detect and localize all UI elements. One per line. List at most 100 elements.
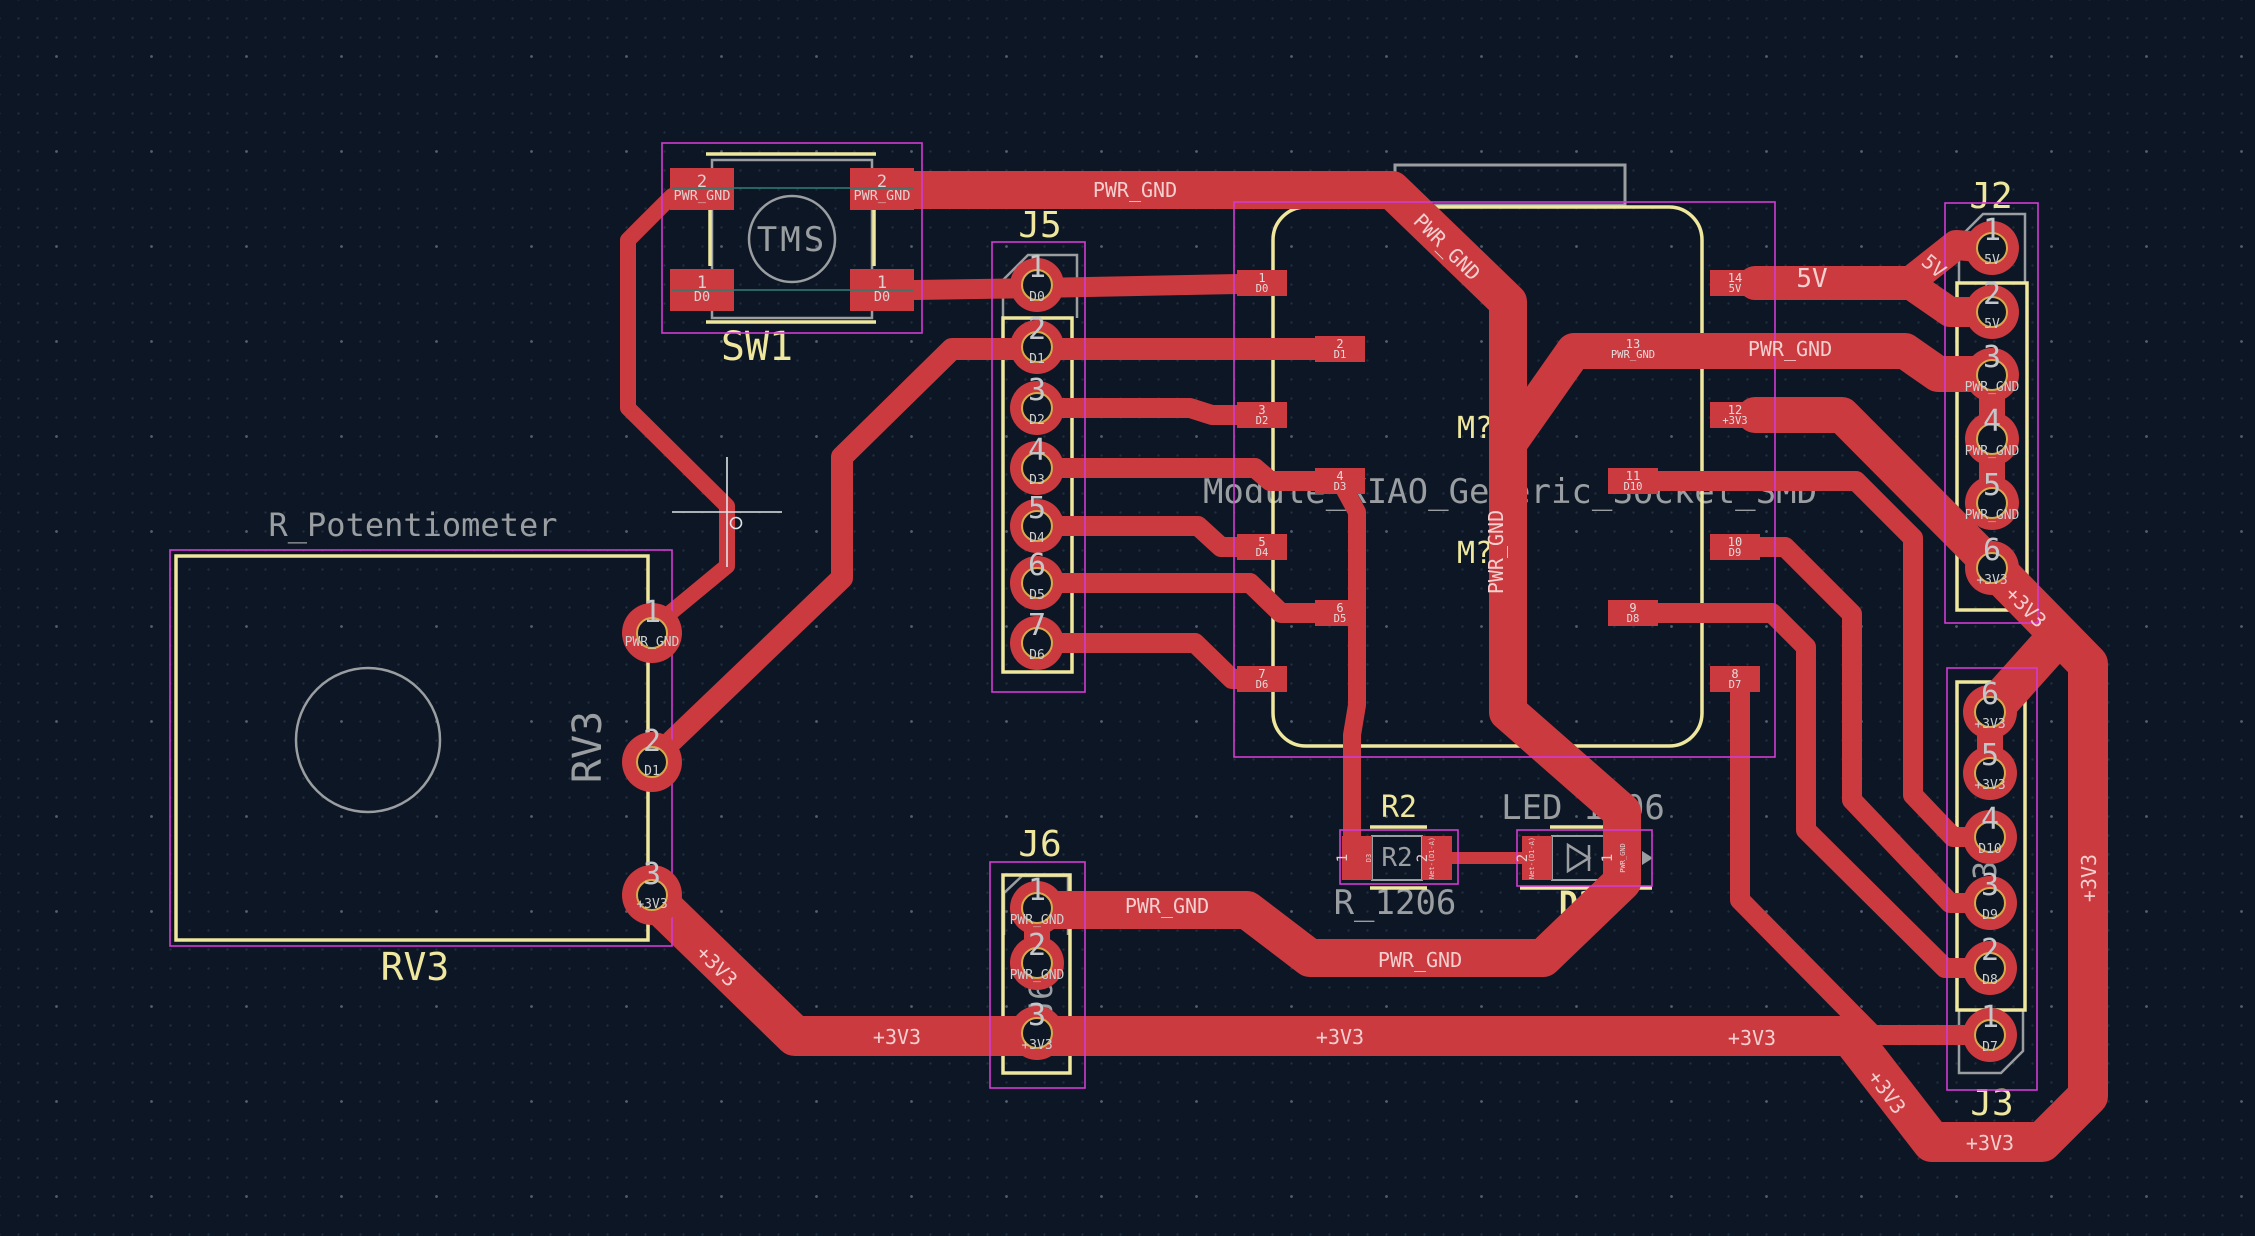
r2-pad-1[interactable]: 1 D3 — [1335, 836, 1373, 880]
j6-pin-1[interactable]: 1 PWR_GND — [1010, 873, 1064, 935]
j6-pin-2[interactable]: 2 PWR_GND — [1010, 928, 1064, 990]
module-pad-13[interactable]: 13 PWR_GND — [1608, 336, 1658, 362]
trace-d4[interactable] — [1027, 516, 1248, 557]
pad-number: 1 — [696, 273, 708, 293]
trace-pwr-gnd-pad13[interactable] — [1490, 333, 2010, 463]
pad-net: 5V — [1984, 317, 2000, 332]
module-pad-8[interactable]: 8 D7 — [1710, 666, 1760, 692]
pad-number: 5 — [1982, 468, 2002, 503]
pad-number: 2 — [1980, 933, 2000, 968]
trace-d9[interactable] — [1749, 537, 2000, 913]
pad-net: D5 — [1029, 588, 1045, 603]
j5-pin-2[interactable]: 2 D1 — [1010, 312, 1064, 374]
pad-net: +3V3 — [1021, 1038, 1053, 1053]
trace-d5[interactable] — [1027, 573, 1326, 623]
sw1-pad-2b[interactable]: 2 PWR_GND — [850, 168, 914, 210]
pad-number: 1 — [1258, 270, 1266, 285]
j3-ref-label: J3 — [1970, 1083, 2014, 1124]
pad-number: 2 — [642, 724, 662, 759]
j5-pin-3[interactable]: 3 D2 — [1010, 373, 1064, 435]
pad-net: D6 — [1029, 648, 1045, 663]
pad-number: 2 — [1027, 928, 1047, 963]
pad-number: 5 — [1027, 491, 1047, 526]
module-pad-11[interactable]: 11 D10 — [1608, 468, 1658, 494]
j5-pin-1[interactable]: 1 D0 — [1010, 250, 1064, 312]
module-pad-14[interactable]: 14 5V — [1710, 270, 1760, 296]
pad-number: 3 — [1027, 998, 1047, 1033]
pad-number: 2 — [1336, 336, 1344, 351]
module-pad-10[interactable]: 10 D9 — [1710, 534, 1760, 560]
pad-net: PWR_GND — [1964, 508, 2020, 523]
pad-net: PWR_GND — [1964, 380, 2020, 395]
trace-d2[interactable] — [1027, 398, 1248, 425]
trace-d3-r2[interactable] — [1331, 472, 1366, 857]
module-pad-7[interactable]: 7 D6 — [1237, 666, 1287, 692]
j2-pin-2[interactable]: 2 5V — [1965, 277, 2019, 339]
j2-pin-1[interactable]: 1 5V — [1965, 213, 2019, 275]
pad-number: 1 — [1027, 250, 1047, 285]
led-pad-2[interactable]: 2 Net-(D1-A) — [1515, 836, 1552, 880]
trace-3v3-pad12[interactable] — [1737, 397, 2010, 584]
j5-pin-5[interactable]: 5 D4 — [1010, 491, 1064, 553]
pad-net: D10 — [1623, 480, 1643, 493]
sw1-pad-2a[interactable]: 2 PWR_GND — [670, 168, 734, 210]
led-pad-1[interactable]: 1 PWR_GND — [1600, 836, 1637, 880]
module-pad-1[interactable]: 1 D0 — [1237, 270, 1287, 296]
j2-ref-label: J2 — [1969, 176, 2013, 217]
pad-net: D1 — [644, 764, 660, 779]
j6-ref-label: J6 — [1018, 824, 1062, 865]
net-label: +3V3 — [1315, 1025, 1365, 1049]
j5-ref-label: J5 — [1018, 205, 1062, 246]
trace-d7[interactable] — [1730, 680, 2000, 1045]
trace-d1[interactable] — [639, 338, 1351, 773]
pad-net: D3 — [1364, 853, 1373, 863]
j2-pin-4[interactable]: 4 PWR_GND — [1965, 404, 2019, 466]
rv3-pin-3[interactable]: 3 +3V3 — [622, 857, 682, 925]
sw1-pad-1b[interactable]: 1 D0 — [850, 269, 914, 311]
trace-d8[interactable] — [1647, 603, 2000, 978]
sw1-body-text: TMS — [756, 220, 828, 260]
net-label: +3V3 — [872, 1025, 922, 1049]
trace-3v3-main[interactable] — [632, 548, 2108, 1162]
j3-pin-3[interactable]: 3 D9 — [1963, 868, 2017, 930]
j6-pin-3[interactable]: 3 +3V3 — [1010, 998, 1064, 1060]
pad-net: 5V — [1984, 253, 2000, 268]
pad-net: D0 — [693, 289, 711, 305]
j2-pin-5[interactable]: 5 PWR_GND — [1964, 468, 2020, 530]
module-pad-4[interactable]: 4 D3 — [1315, 468, 1365, 494]
pad-net: +3V3 — [1974, 778, 2006, 793]
j3-pin-4[interactable]: 4 D10 — [1963, 802, 2017, 864]
module-pad-2[interactable]: 2 D1 — [1315, 336, 1365, 362]
pad-net: PWR_GND — [673, 188, 731, 204]
j5-pin-7[interactable]: 7 D6 — [1010, 608, 1064, 670]
module-pad-3[interactable]: 3 D2 — [1237, 402, 1287, 428]
module-pad-12[interactable]: 12 +3V3 — [1710, 402, 1760, 428]
pad-net: D0 — [873, 289, 891, 305]
j3-pin-2[interactable]: 2 D8 — [1963, 933, 2017, 995]
pad-net: +3V3 — [1722, 414, 1748, 427]
pad-net: PWR_GND — [1610, 348, 1656, 361]
sw1-pad-1a[interactable]: 1 D0 — [670, 269, 734, 311]
j2-pin-3[interactable]: 3 PWR_GND — [1964, 340, 2020, 402]
rv3-pin-2[interactable]: 2 D1 — [622, 724, 682, 792]
trace-pwr-gnd-sw-rv3[interactable] — [620, 188, 735, 636]
module-pad-6[interactable]: 6 D5 — [1315, 600, 1365, 626]
r2-pad-2[interactable]: 2 Net-(D1-A) — [1415, 836, 1452, 880]
module-pad-9[interactable]: 9 D8 — [1608, 600, 1658, 626]
j2-pin-6[interactable]: 6 +3V3 — [1965, 533, 2019, 595]
j5-pin-4[interactable]: 4 D3 — [1010, 433, 1064, 495]
j3-pin-1[interactable]: 1 D7 — [1963, 1000, 2017, 1062]
rv3-pin-1[interactable]: 1 PWR_GND — [622, 595, 682, 663]
module-pad-5[interactable]: 5 D4 — [1237, 534, 1287, 560]
trace-d3-j5[interactable] — [1027, 458, 1326, 491]
pad-number: 6 — [1336, 600, 1344, 615]
trace-d6[interactable] — [1027, 633, 1248, 689]
pad-number: 1 — [1335, 853, 1352, 863]
j3-pin-5[interactable]: 5 +3V3 — [1963, 738, 2017, 800]
j3-pin-6[interactable]: 6 +3V3 — [1963, 677, 2017, 739]
pad-net: D7 — [1982, 1040, 1998, 1055]
j5-pin-6[interactable]: 6 D5 — [1010, 548, 1064, 610]
trace-d10[interactable] — [1647, 471, 2000, 847]
net-label: PWR_GND — [1747, 337, 1833, 361]
